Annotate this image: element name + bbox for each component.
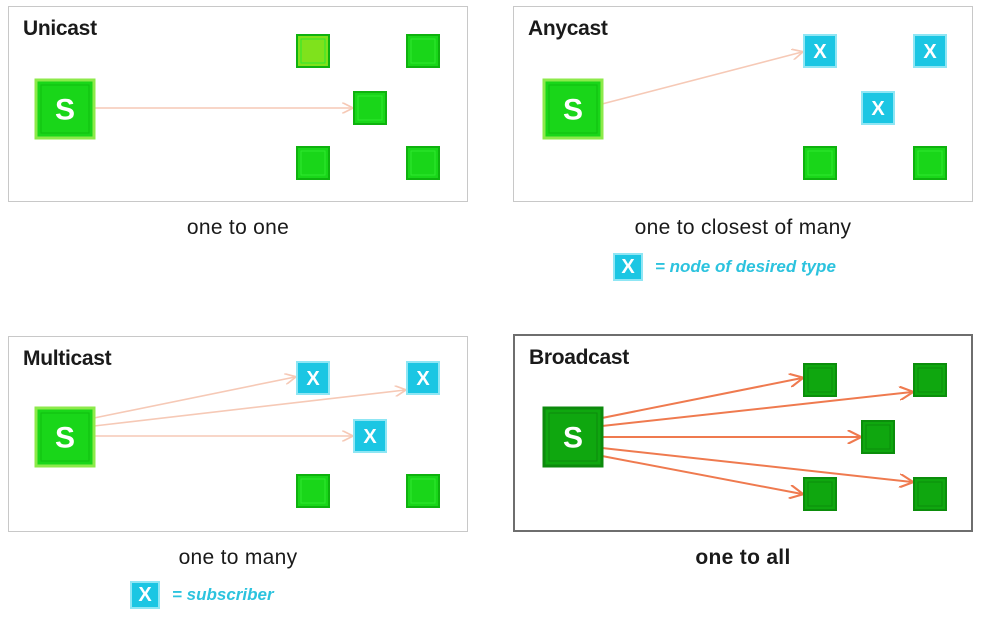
- broadcast-node: [803, 363, 837, 397]
- multicast-node: [406, 474, 440, 508]
- unicast-title: Unicast: [23, 17, 97, 40]
- broadcast-node: [803, 477, 837, 511]
- legend-target-node-icon: X: [613, 253, 643, 281]
- broadcast-source-node: S: [542, 406, 604, 468]
- svg-text:X: X: [306, 368, 320, 390]
- unicast-node: [406, 34, 440, 68]
- svg-text:X: X: [923, 41, 937, 63]
- broadcast-node: [913, 363, 947, 397]
- multicast-subscriber-node: X: [353, 419, 387, 453]
- anycast-source-node: S: [542, 78, 604, 140]
- multicast-arrow: [93, 377, 295, 419]
- multicast-source-node: S: [34, 406, 96, 468]
- svg-text:X: X: [416, 368, 430, 390]
- unicast-node: [296, 146, 330, 180]
- unicast-destination-node: [353, 91, 387, 125]
- broadcast-title: Broadcast: [529, 346, 630, 369]
- anycast-target-node: X: [803, 34, 837, 68]
- anycast-legend-text: = node of desired type: [655, 257, 836, 276]
- svg-text:S: S: [563, 94, 583, 127]
- multicast-arrow: [93, 390, 405, 427]
- broadcast-node: [913, 477, 947, 511]
- unicast-caption: one to one: [186, 216, 290, 239]
- legend-subscriber-node-icon: X: [130, 581, 160, 609]
- svg-text:X: X: [813, 41, 827, 63]
- anycast-caption: one to closest of many: [634, 216, 852, 239]
- broadcast-arrow: [601, 455, 802, 494]
- svg-text:X: X: [871, 98, 885, 120]
- anycast-arrow: [601, 52, 802, 105]
- anycast-node: [913, 146, 947, 180]
- broadcast-arrow: [601, 378, 802, 419]
- broadcast-caption: one to all: [695, 546, 791, 569]
- multicast-legend: X = subscriber: [130, 581, 274, 609]
- multicast-legend-text: = subscriber: [172, 585, 274, 604]
- svg-text:S: S: [55, 422, 75, 455]
- multicast-node: [296, 474, 330, 508]
- broadcast-arrow: [601, 447, 912, 482]
- anycast-node: [803, 146, 837, 180]
- anycast-title: Anycast: [528, 17, 608, 40]
- anycast-legend: X = node of desired type: [613, 253, 836, 281]
- svg-text:S: S: [563, 422, 583, 455]
- multicast-subscriber-node: X: [406, 361, 440, 395]
- broadcast-arrow: [601, 392, 912, 427]
- multicast-subscriber-node: X: [296, 361, 330, 395]
- unicast-node: [406, 146, 440, 180]
- unicast-source-node: S: [34, 78, 96, 140]
- anycast-target-node: X: [913, 34, 947, 68]
- broadcast-panel: Broadcast: [513, 334, 973, 532]
- multicast-caption: one to many: [178, 546, 298, 569]
- unicast-node: [296, 34, 330, 68]
- broadcast-node: [861, 420, 895, 454]
- svg-text:X: X: [363, 426, 377, 448]
- anycast-target-node: X: [861, 91, 895, 125]
- svg-text:S: S: [55, 94, 75, 127]
- multicast-title: Multicast: [23, 347, 112, 370]
